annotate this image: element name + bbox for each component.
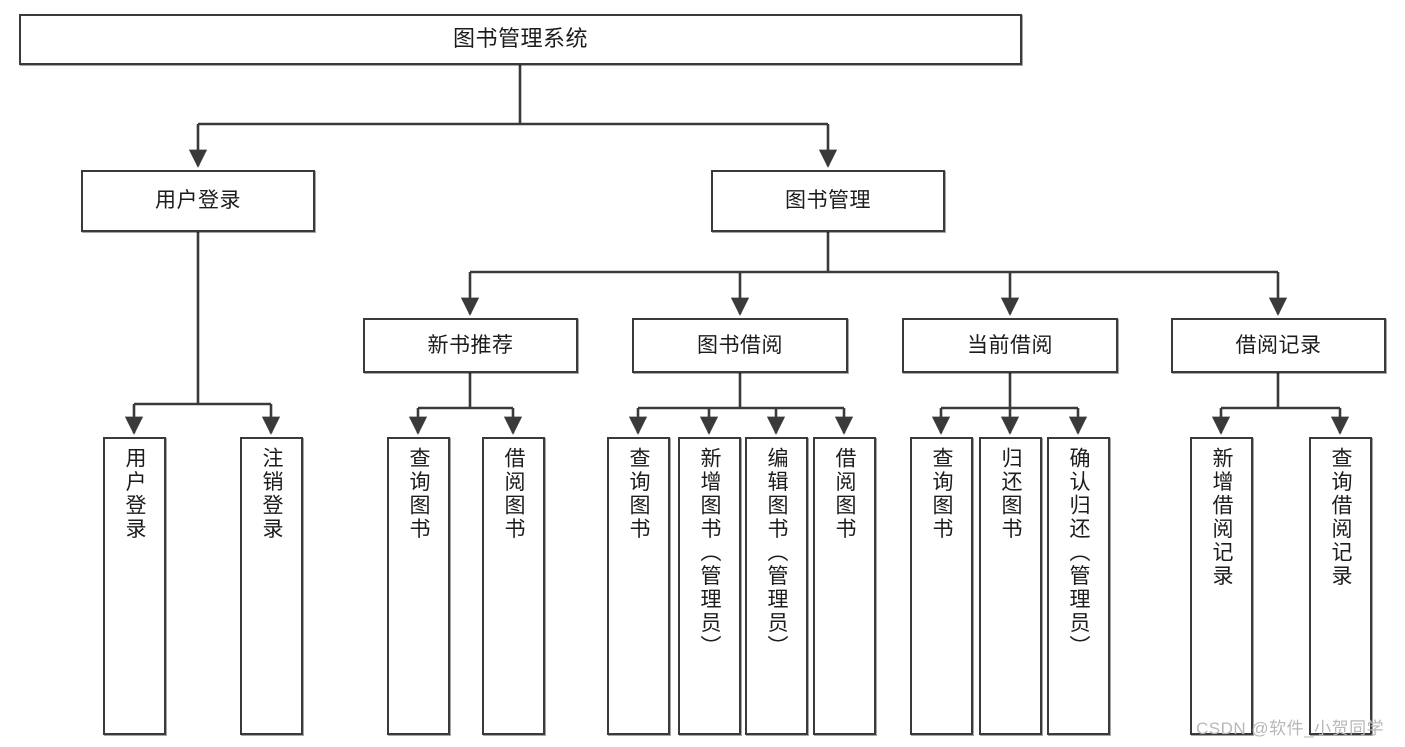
- node-leaf-query-book-1-label: 查询图书: [407, 447, 430, 541]
- node-book-manage-label: 图书管理: [785, 189, 871, 213]
- node-leaf-query-book-1[interactable]: 查询图书: [387, 437, 450, 735]
- node-book-borrow-label: 图书借阅: [697, 333, 783, 357]
- csdn-watermark: CSDN @软件_小贺同学: [1196, 719, 1385, 738]
- node-leaf-add-book-label: 新增图书（管理员）: [698, 447, 721, 659]
- node-borrow-record-label: 借阅记录: [1235, 333, 1322, 357]
- node-current-borrow-label: 当前借阅: [967, 333, 1053, 357]
- node-leaf-query-record[interactable]: 查询借阅记录: [1309, 437, 1372, 735]
- node-leaf-user-login-label: 用户登录: [123, 447, 146, 541]
- node-leaf-query-book-2[interactable]: 查询图书: [607, 437, 670, 735]
- node-book-borrow[interactable]: 图书借阅: [632, 318, 848, 373]
- node-root[interactable]: 图书管理系统: [19, 14, 1022, 65]
- node-leaf-add-book[interactable]: 新增图书（管理员）: [678, 437, 741, 735]
- node-current-borrow[interactable]: 当前借阅: [902, 318, 1118, 373]
- node-leaf-return-book[interactable]: 归还图书: [979, 437, 1042, 735]
- node-user-login[interactable]: 用户登录: [81, 170, 315, 232]
- node-borrow-record[interactable]: 借阅记录: [1171, 318, 1386, 373]
- node-leaf-query-record-label: 查询借阅记录: [1329, 447, 1352, 588]
- node-leaf-confirm-return[interactable]: 确认归还（管理员）: [1047, 437, 1110, 735]
- node-leaf-edit-book-label: 编辑图书（管理员）: [765, 447, 788, 659]
- node-book-manage[interactable]: 图书管理: [711, 170, 945, 232]
- node-new-book-rec[interactable]: 新书推荐: [363, 318, 578, 373]
- node-leaf-user-logout-label: 注销登录: [260, 447, 283, 541]
- node-leaf-query-book-2-label: 查询图书: [627, 447, 650, 541]
- node-leaf-borrow-book-1-label: 借阅图书: [502, 447, 525, 541]
- node-leaf-query-book-3-label: 查询图书: [930, 447, 953, 541]
- node-leaf-add-record-label: 新增借阅记录: [1210, 447, 1233, 588]
- node-leaf-borrow-book-1[interactable]: 借阅图书: [482, 437, 545, 735]
- node-new-book-rec-label: 新书推荐: [427, 333, 514, 357]
- node-root-label: 图书管理系统: [452, 26, 588, 52]
- node-leaf-query-book-3[interactable]: 查询图书: [910, 437, 973, 735]
- node-leaf-user-logout[interactable]: 注销登录: [240, 437, 303, 735]
- node-leaf-edit-book[interactable]: 编辑图书（管理员）: [745, 437, 808, 735]
- node-leaf-confirm-return-label: 确认归还（管理员）: [1067, 447, 1090, 659]
- node-leaf-borrow-book-2-label: 借阅图书: [833, 447, 856, 541]
- node-leaf-user-login[interactable]: 用户登录: [103, 437, 166, 735]
- node-leaf-add-record[interactable]: 新增借阅记录: [1190, 437, 1253, 735]
- node-leaf-borrow-book-2[interactable]: 借阅图书: [813, 437, 876, 735]
- node-user-login-label: 用户登录: [155, 189, 241, 213]
- node-leaf-return-book-label: 归还图书: [999, 447, 1022, 541]
